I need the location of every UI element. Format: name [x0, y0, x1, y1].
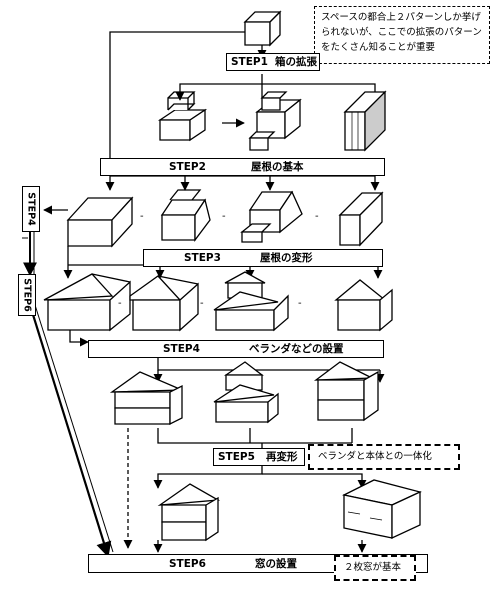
step3-label: STEP3 屋根の変形: [143, 249, 383, 267]
step1-no: STEP1: [231, 55, 268, 68]
roof-sketch-3: [240, 190, 303, 243]
house-sketch-2: [129, 275, 199, 332]
svg-text:-: -: [222, 211, 226, 222]
house-sketch-4: [334, 279, 393, 332]
box-sketch-start: [243, 10, 282, 47]
side-step6-text: STEP6: [21, 278, 33, 312]
svg-text:-: -: [200, 298, 204, 309]
note-top: スペースの都合上２パターンしか挙げられないが、ここでの拡張のパターンをたくさん知…: [314, 6, 490, 64]
box-sketch-3: [343, 90, 387, 152]
note-step6: ２枚窓が基本: [334, 555, 416, 581]
step3-title: 屋根の変形: [260, 251, 313, 264]
house-sketch-1: [43, 273, 131, 332]
step5-no: STEP5: [218, 450, 255, 463]
house-sketch-8: [157, 483, 221, 542]
svg-text:-: -: [118, 298, 122, 309]
step5-title: 再変形: [266, 450, 298, 463]
step5-label: STEP5 再変形: [213, 448, 305, 466]
step1-title: 箱の拡張: [275, 55, 317, 68]
note-step5: ベランダと本体との一体化: [308, 444, 460, 470]
box-sketch-2: [248, 91, 302, 151]
roof-sketch-4: [338, 191, 384, 247]
side-step4-label: STEP4: [22, 186, 40, 232]
step4-no: STEP4: [163, 342, 200, 355]
step6-title: 窓の設置: [255, 557, 297, 570]
svg-text:-: -: [298, 298, 302, 309]
house-sketch-3: [213, 271, 289, 332]
side-step6-label: STEP6: [18, 274, 36, 316]
house-sketch-9: [342, 479, 422, 540]
step2-title: 屋根の基本: [251, 160, 304, 173]
svg-text:-: -: [315, 211, 319, 222]
step2-label: STEP2 屋根の基本: [100, 158, 385, 176]
step3-no: STEP3: [184, 251, 221, 264]
house-sketch-6: [213, 361, 279, 424]
house-sketch-7: [313, 361, 379, 422]
side-step4-text: STEP4: [25, 192, 37, 226]
note-step6-text: ２枚窓が基本: [344, 562, 402, 573]
step4-label: STEP4 ベランダなどの設置: [88, 340, 384, 358]
step2-no: STEP2: [169, 160, 206, 173]
house-sketch-5: [109, 371, 183, 426]
note-top-text: スペースの都合上２パターンしか挙げられないが、ここでの拡張のパターンをたくさん知…: [321, 12, 482, 53]
svg-text:-: -: [140, 211, 144, 222]
step4-title: ベランダなどの設置: [249, 342, 344, 355]
box-sketch-1: [157, 91, 208, 142]
step1-label: STEP1 箱の拡張: [226, 53, 320, 71]
note-step5-text: ベランダと本体との一体化: [318, 451, 432, 462]
roof-sketch-2: [160, 189, 211, 242]
step6-no: STEP6: [169, 557, 206, 570]
roof-sketch-1: [66, 196, 134, 248]
